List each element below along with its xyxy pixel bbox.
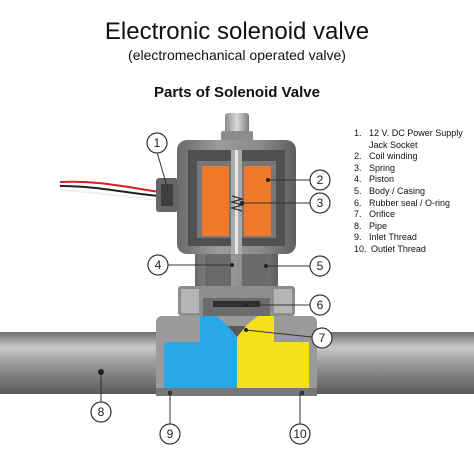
legend-text: Coil winding bbox=[369, 151, 418, 162]
callout-circle-10 bbox=[289, 423, 311, 445]
diagram-title: Electronic solenoid valve bbox=[104, 18, 370, 45]
callout-circle-8 bbox=[90, 401, 112, 423]
legend-item: 4. Piston bbox=[354, 174, 474, 186]
legend-item: 7. Orifice bbox=[354, 209, 474, 221]
callout-label-10: 10 bbox=[293, 427, 307, 441]
legend-number: 9. bbox=[354, 232, 362, 243]
top-cap bbox=[221, 113, 253, 141]
legend-number: 10. bbox=[354, 243, 367, 254]
legend-item: 9. Inlet Thread bbox=[354, 232, 474, 244]
legend-number: 1. bbox=[354, 128, 362, 138]
callout-label-7: 7 bbox=[319, 331, 326, 345]
legend-number: 2. bbox=[354, 151, 362, 162]
callout-circle-9 bbox=[159, 423, 181, 445]
piston bbox=[231, 150, 242, 320]
callout-label-3: 3 bbox=[317, 196, 324, 210]
rubber-seal bbox=[213, 301, 260, 307]
spring-dot bbox=[240, 201, 244, 205]
callout-label-2: 2 bbox=[317, 173, 324, 187]
callout-circle-2 bbox=[309, 169, 331, 191]
pipe-dot bbox=[98, 369, 104, 375]
power-jack-socket bbox=[59, 178, 178, 212]
lower-body bbox=[156, 316, 317, 396]
callout-label-4: 4 bbox=[155, 258, 162, 272]
legend-text: Rubber seal / O-ring bbox=[369, 197, 451, 208]
legend-text: Pipe bbox=[369, 220, 388, 231]
legend-text: Orifice bbox=[369, 209, 396, 220]
legend-text: Spring bbox=[369, 162, 396, 173]
parts-heading: Parts of Solenoid Valve bbox=[154, 84, 320, 101]
valve-body bbox=[195, 254, 278, 286]
diagram-subtitle: (electromechanical operated valve) bbox=[128, 47, 346, 63]
legend-item: 1. 12 V. DC Power Supply Jack Socket bbox=[354, 128, 474, 151]
callout-circle-6 bbox=[309, 294, 331, 316]
callout-label-1: 1 bbox=[154, 136, 161, 150]
orifice-dot bbox=[244, 328, 248, 332]
legend-number: 3. bbox=[354, 162, 362, 173]
callout-circle-4 bbox=[147, 254, 169, 276]
leader-lines bbox=[100, 151, 313, 424]
legend-number: 8. bbox=[354, 220, 362, 231]
callout-markers: 1 2 3 4 5 6 7 8 9 10 bbox=[90, 132, 333, 445]
seal-dot bbox=[244, 303, 248, 307]
legend-text: Inlet Thread bbox=[369, 232, 417, 243]
legend-item: 8. Pipe bbox=[354, 221, 474, 233]
legend-number: 7. bbox=[354, 209, 362, 220]
legend-number: 5. bbox=[354, 185, 362, 196]
callout-circle-1 bbox=[146, 132, 168, 154]
parts-legend: 1. 12 V. DC Power Supply Jack Socket 2. Coi… bbox=[354, 128, 474, 256]
legend-number: 4. bbox=[354, 174, 362, 185]
legend-text: 12 V. DC Power Supply Jack Socket bbox=[369, 128, 463, 150]
callout-label-5: 5 bbox=[317, 259, 324, 273]
legend-text: Body / Casing bbox=[369, 185, 426, 196]
callout-circle-3 bbox=[309, 192, 331, 214]
legend-item: 10. Outlet Thread bbox=[354, 244, 474, 256]
callout-label-8: 8 bbox=[98, 405, 105, 419]
legend-text: Outlet Thread bbox=[371, 243, 426, 254]
callout-circle-7 bbox=[311, 327, 333, 349]
callout-label-9: 9 bbox=[167, 427, 174, 441]
legend-item: 3. Spring bbox=[354, 163, 474, 175]
coil-dot bbox=[266, 178, 270, 182]
piston-dot bbox=[230, 263, 234, 267]
legend-number: 6. bbox=[354, 197, 362, 208]
legend-item: 5. Body / Casing bbox=[354, 186, 474, 198]
coil-winding bbox=[202, 166, 271, 236]
callout-circle-5 bbox=[309, 255, 331, 277]
body-dot bbox=[264, 264, 268, 268]
spring bbox=[229, 195, 245, 212]
legend-item: 6. Rubber seal / O-ring bbox=[354, 198, 474, 210]
callout-label-6: 6 bbox=[317, 298, 324, 312]
legend-item: 2. Coil winding bbox=[354, 151, 474, 163]
legend-text: Piston bbox=[369, 174, 395, 185]
